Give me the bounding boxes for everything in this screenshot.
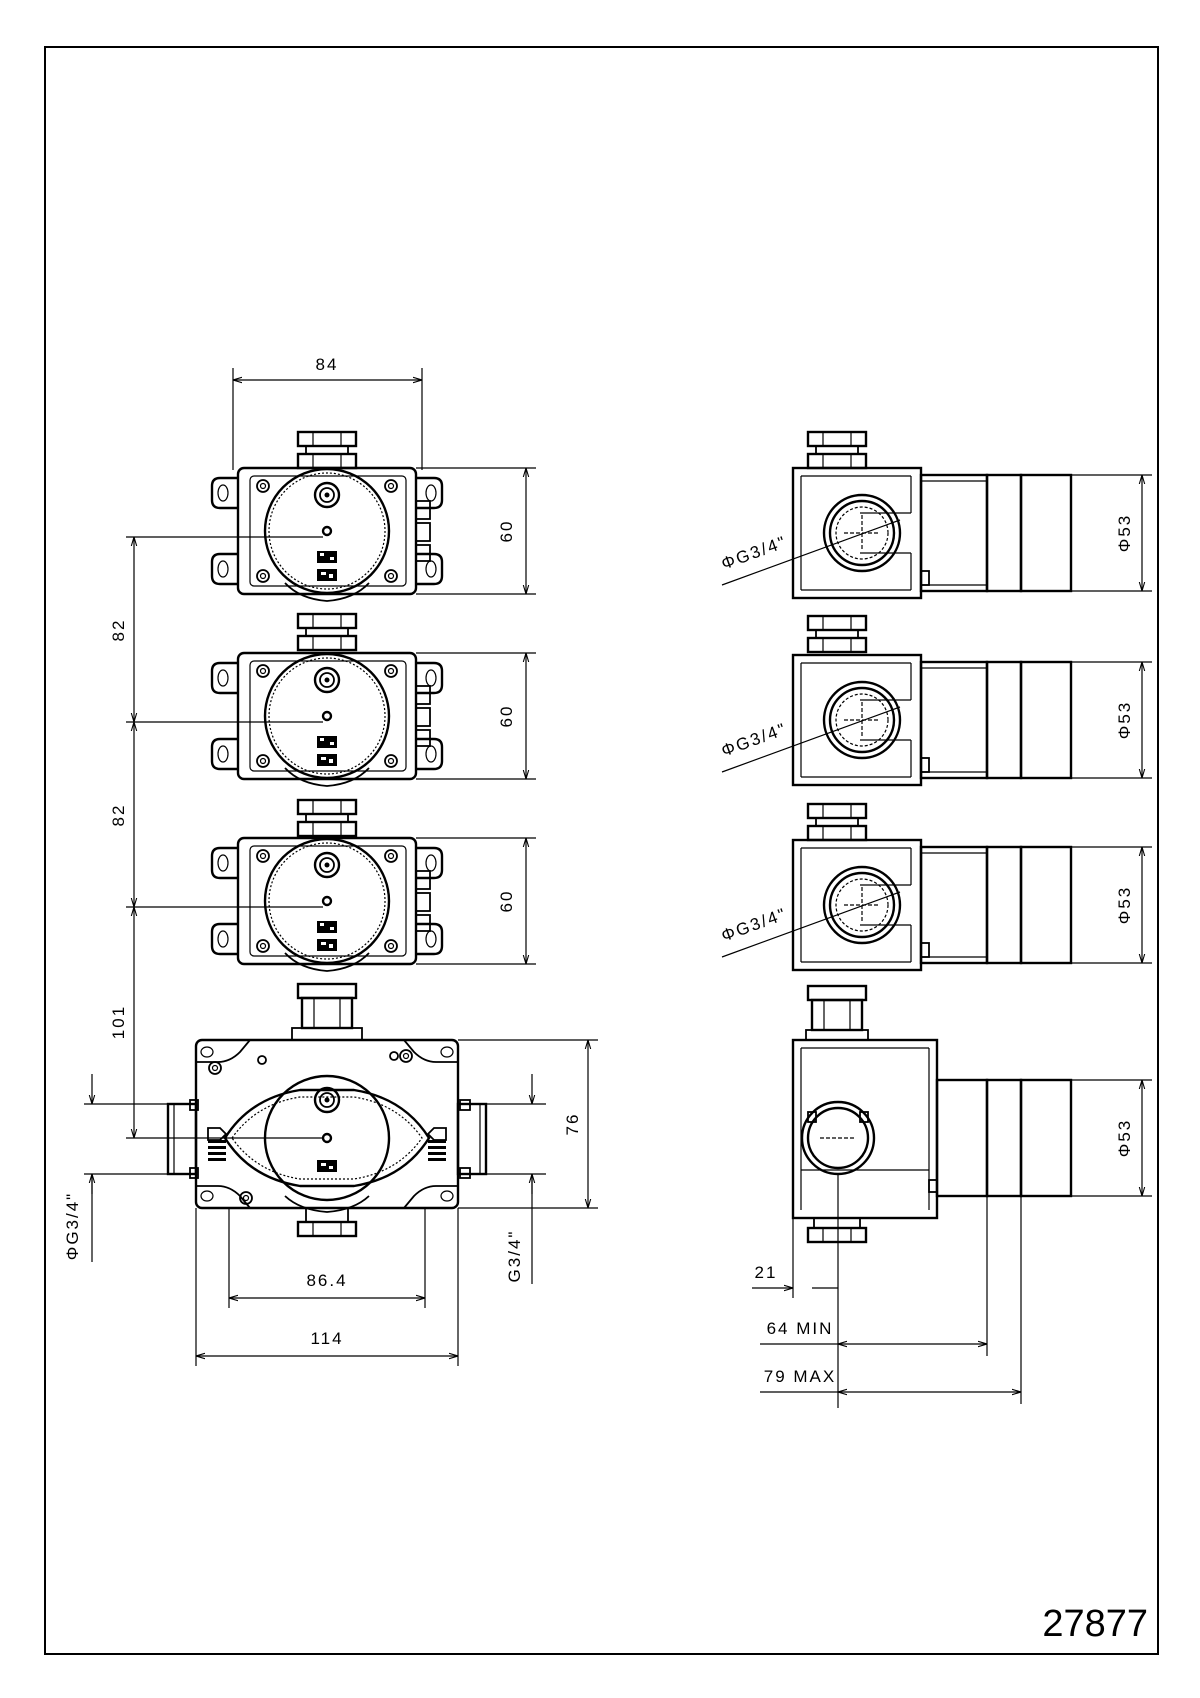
side-depth-max: 79 MAX [764,1367,836,1386]
dim-outer-width: 114 [310,1329,343,1348]
drawing-number: 27877 [1042,1603,1148,1645]
side-port-label-3: ΦG3/4" [719,904,790,945]
side-cyl-dia-1: Φ53 [1115,514,1134,552]
dim-inlet-right: G3/4" [505,1230,524,1283]
side-cyl-dia-2: Φ53 [1115,701,1134,739]
side-port-label-2: ΦG3/4" [719,719,790,760]
dim-module-height-1: 60 [497,520,516,543]
dim-spacing-101: 101 [109,1005,128,1039]
side-view: ΦG3/4" ΦG3/4" ΦG3/4" Φ53 Φ53 Φ53 Φ53 21 … [719,430,1152,1408]
drawing-frame [44,46,1159,1655]
side-cyl-dia-4: Φ53 [1115,1119,1134,1157]
dim-inlet-left: ΦG3/4" [63,1192,82,1260]
dim-base-height-76: 76 [563,1113,582,1136]
side-depth-min: 64 MIN [767,1319,834,1338]
dim-spacing-82-b: 82 [109,804,128,827]
side-cyl-dia-3: Φ53 [1115,886,1134,924]
dim-inner-width: 86.4 [306,1271,347,1290]
dim-module-height-3: 60 [497,890,516,913]
front-view: 84 60 60 60 82 82 101 76 G3/4" [63,355,598,1366]
side-port-label-1: ΦG3/4" [719,532,790,573]
dim-module-height-2: 60 [497,705,516,728]
side-depth-21: 21 [755,1263,778,1282]
dim-width-84: 84 [316,355,339,374]
mixer-base-body [166,1038,488,1213]
dim-spacing-82-a: 82 [109,619,128,642]
